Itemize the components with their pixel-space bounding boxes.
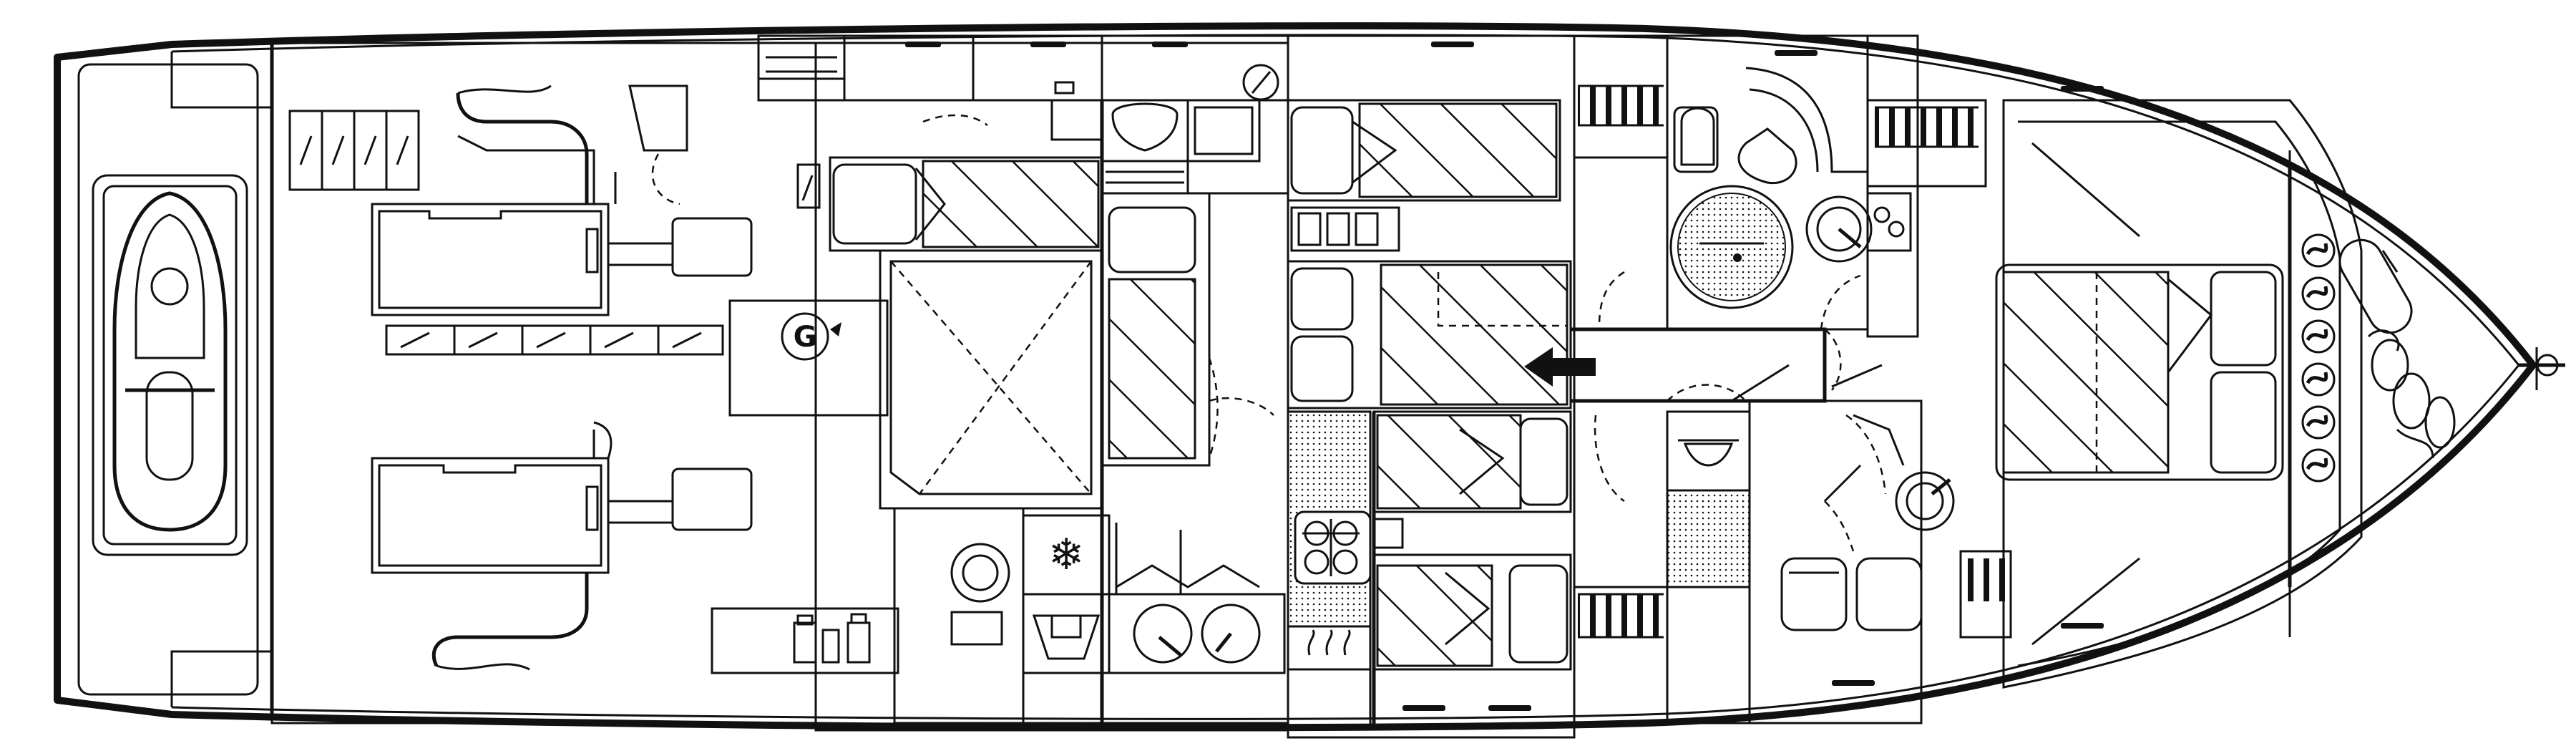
bunk-aft-lower bbox=[1101, 192, 1211, 467]
fuel-tank-row bbox=[385, 324, 724, 356]
bunk-guest-2 bbox=[1287, 260, 1572, 410]
head-toilet bbox=[1780, 557, 1923, 631]
double-bed bbox=[1995, 263, 2284, 481]
workbench bbox=[711, 607, 899, 674]
sink-icon bbox=[1805, 195, 1873, 263]
rope-coil-icon bbox=[2367, 329, 2456, 459]
battery-bank bbox=[288, 110, 420, 191]
freezer: ❄ bbox=[1022, 514, 1111, 596]
stairs-lower bbox=[1573, 586, 1669, 724]
washer-icon bbox=[1666, 410, 1751, 492]
bow-pulpit bbox=[2519, 347, 2565, 390]
shower-icon bbox=[1669, 185, 1794, 309]
trash-bins bbox=[1022, 593, 1111, 674]
galley-area bbox=[1287, 34, 1576, 739]
bunk-guest-3 bbox=[1372, 410, 1572, 513]
stairs-forward-lower bbox=[1959, 550, 2012, 639]
oven bbox=[1287, 625, 1372, 671]
head-sink bbox=[1895, 471, 1955, 531]
toilet-icon bbox=[1673, 106, 1797, 185]
bow-locker bbox=[2288, 165, 2565, 587]
head-aft bbox=[1050, 81, 1261, 163]
galley-sinks bbox=[1108, 564, 1286, 674]
bunk-guest-4 bbox=[1372, 553, 1572, 671]
engine-starboard bbox=[371, 421, 753, 671]
stairs-upper bbox=[1573, 34, 1669, 159]
arrow-left-icon bbox=[1524, 347, 1596, 387]
snowflake-icon: ❄ bbox=[1048, 530, 1084, 580]
generator-label: G bbox=[794, 321, 817, 354]
forward-stateroom bbox=[1866, 34, 2363, 689]
corridor bbox=[1524, 271, 1883, 503]
engine-port bbox=[371, 84, 753, 316]
anchor-icon bbox=[2338, 238, 2413, 334]
chain-locker bbox=[2301, 233, 2336, 483]
generator: G bbox=[728, 299, 889, 417]
forward-heads bbox=[1573, 34, 1955, 724]
bunk-aft-upper bbox=[829, 156, 1103, 252]
stove-icon bbox=[1287, 410, 1372, 628]
stairs-forward-upper bbox=[1866, 99, 1987, 188]
bunk-guest-1 bbox=[1287, 99, 1561, 202]
jet-ski-icon bbox=[92, 174, 248, 556]
engine-room: G bbox=[270, 42, 899, 724]
aft-cabins: ❄ bbox=[757, 34, 1289, 732]
hatch-cover bbox=[879, 249, 1103, 510]
